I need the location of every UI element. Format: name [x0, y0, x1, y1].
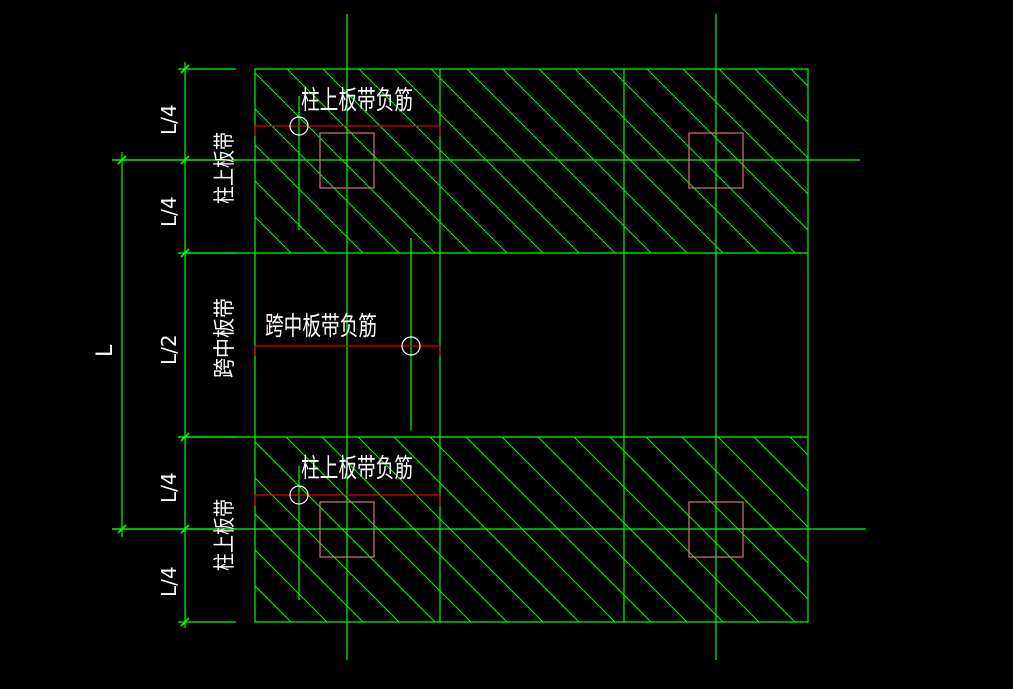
dimension-seg4: L/4: [157, 472, 181, 503]
hatch-line: [255, 585, 292, 622]
hatch-line: [717, 437, 808, 528]
hatch-line: [753, 437, 808, 492]
label-middle-strip-rebar: 跨中板带负筋: [265, 312, 377, 342]
column: [688, 132, 744, 189]
rebar-column-strip-bottom: [254, 466, 441, 600]
column-strip-top-hatch: [255, 69, 808, 253]
hatch-line: [255, 180, 328, 253]
dimension-seg1: L/4: [157, 104, 181, 135]
rebar-middle-strip: [254, 238, 441, 430]
hatch-line: [255, 216, 292, 253]
hatch-line: [610, 69, 796, 253]
grid-axes: [112, 14, 866, 660]
label-column-strip-top: 柱上板带: [213, 132, 238, 204]
hatch-line: [538, 69, 724, 253]
dimension-ticks: [117, 64, 190, 627]
column: [319, 501, 375, 558]
columns: [319, 132, 744, 558]
label-column-strip-rebar-top: 柱上板带负筋: [301, 86, 413, 116]
dimension-seg2: L/4: [157, 196, 181, 227]
hatch-line: [718, 69, 808, 159]
hatch-line: [574, 69, 760, 253]
hatch-line: [322, 69, 508, 253]
hatch-line: [754, 69, 808, 123]
hatch-line: [430, 69, 616, 253]
slab-outline: [178, 68, 809, 623]
label-middle-strip: 跨中板带: [213, 298, 238, 378]
hatch-line: [790, 69, 808, 87]
dimension-L: L: [93, 344, 118, 357]
hatch-line: [502, 69, 688, 253]
label-column-strip-bottom: 柱上板带: [213, 499, 238, 571]
column: [319, 132, 375, 189]
hatch-line: [358, 69, 544, 253]
hatch-line: [466, 69, 652, 253]
label-column-strip-rebar-bottom: 柱上板带负筋: [301, 454, 413, 484]
hatch-line: [682, 69, 808, 195]
rebar-column-strip-top: [254, 96, 441, 230]
hatch-line: [255, 144, 364, 253]
hatch-line: [255, 549, 328, 622]
dimension-lines: [112, 62, 236, 628]
hatch-line: [255, 72, 436, 253]
column: [688, 501, 744, 558]
hatch-line: [255, 108, 400, 253]
hatch-line: [646, 69, 808, 231]
dimension-seg5: L/4: [157, 566, 181, 597]
dimension-seg3: L/2: [157, 334, 181, 365]
hatch-line: [394, 69, 580, 253]
